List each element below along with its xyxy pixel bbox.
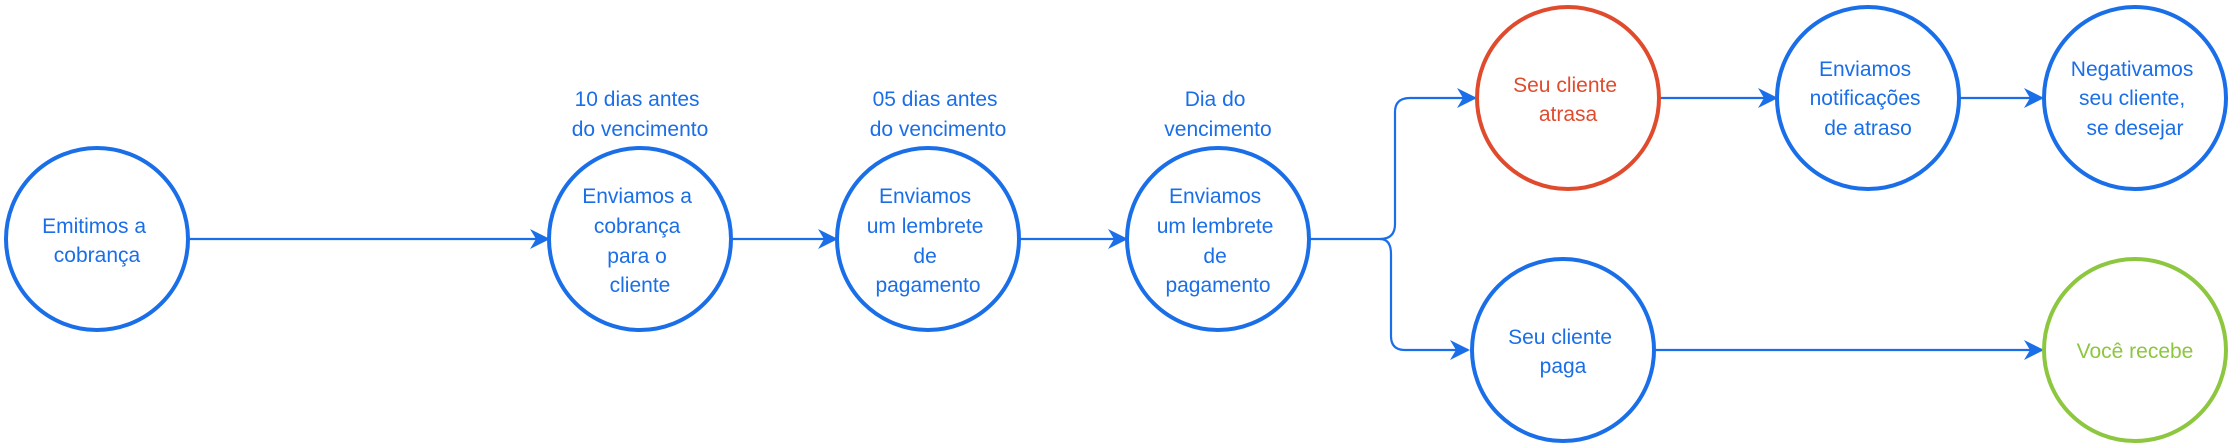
node-receive: Você recebe (2042, 257, 2228, 443)
node-pays-circle (1470, 257, 1656, 443)
node-negative-circle (2042, 5, 2228, 191)
node-late-circle (1475, 5, 1661, 191)
node-emit-circle (4, 146, 190, 332)
node-reminder-2: Enviamos um lembrete de pagamento (1125, 146, 1311, 332)
node-late-notice: Enviamos notificações de atraso (1775, 5, 1961, 191)
node-emit-text: Emitimos a cobrança (42, 215, 152, 267)
node-send-invoice: Enviamos a cobrança para o cliente (547, 146, 733, 332)
node-reminder-2-text: Enviamos um lembrete de pagamento (1157, 185, 1280, 297)
label-before-10: 10 dias antes do vencimento (572, 88, 709, 141)
label-due-day: Dia do vencimento (1164, 88, 1271, 141)
node-late-text: Seu cliente atrasa (1513, 74, 1623, 126)
node-late-notice-text: Enviamos notificações de atraso (1810, 58, 1927, 140)
node-send-invoice-circle (547, 146, 733, 332)
arrow-reminder2-to-pays (1379, 237, 1470, 360)
node-pays-text: Seu cliente paga (1508, 326, 1618, 378)
node-receive-text: Você recebe (2077, 340, 2194, 363)
arrow-reminder2-to-late (1310, 88, 1477, 241)
node-reminder-2-circle (1125, 146, 1311, 332)
node-emit: Emitimos a cobrança (4, 146, 190, 332)
node-receive-circle (2042, 257, 2228, 443)
node-reminder-1-circle (835, 146, 1021, 332)
node-late: Seu cliente atrasa (1475, 5, 1661, 191)
node-send-invoice-text: Enviamos a cobrança para o cliente (582, 185, 698, 297)
node-late-notice-circle (1775, 5, 1961, 191)
node-pays: Seu cliente paga (1470, 257, 1656, 443)
node-reminder-1: Enviamos um lembrete de pagamento (835, 146, 1021, 332)
node-negative: Negativamos seu cliente, se desejar (2042, 5, 2228, 191)
node-negative-text: Negativamos seu cliente, se desejar (2071, 58, 2199, 140)
connectors (188, 88, 2044, 360)
label-before-5: 05 dias antes do vencimento (870, 88, 1007, 141)
node-reminder-1-text: Enviamos um lembrete de pagamento (867, 185, 990, 297)
